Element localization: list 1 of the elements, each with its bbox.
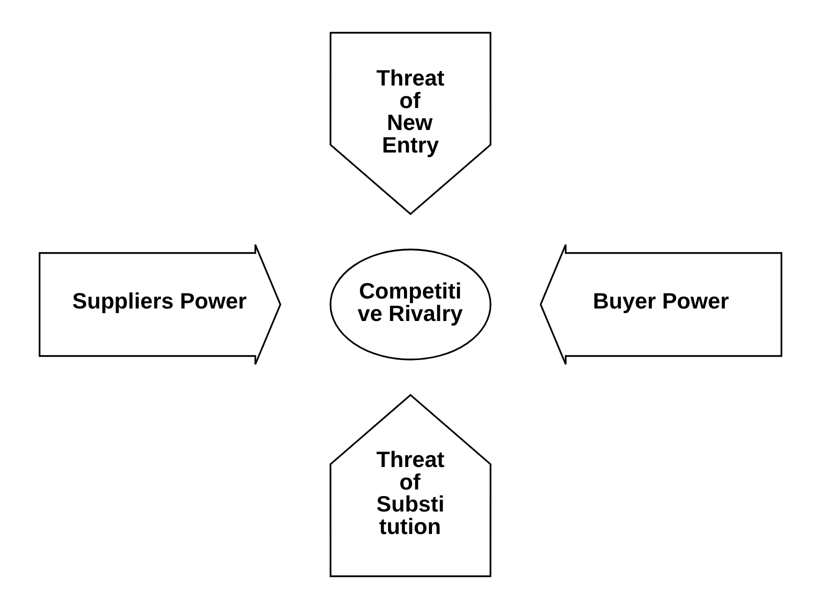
node-ellipse: Competiti ve Rivalry <box>330 248 492 360</box>
